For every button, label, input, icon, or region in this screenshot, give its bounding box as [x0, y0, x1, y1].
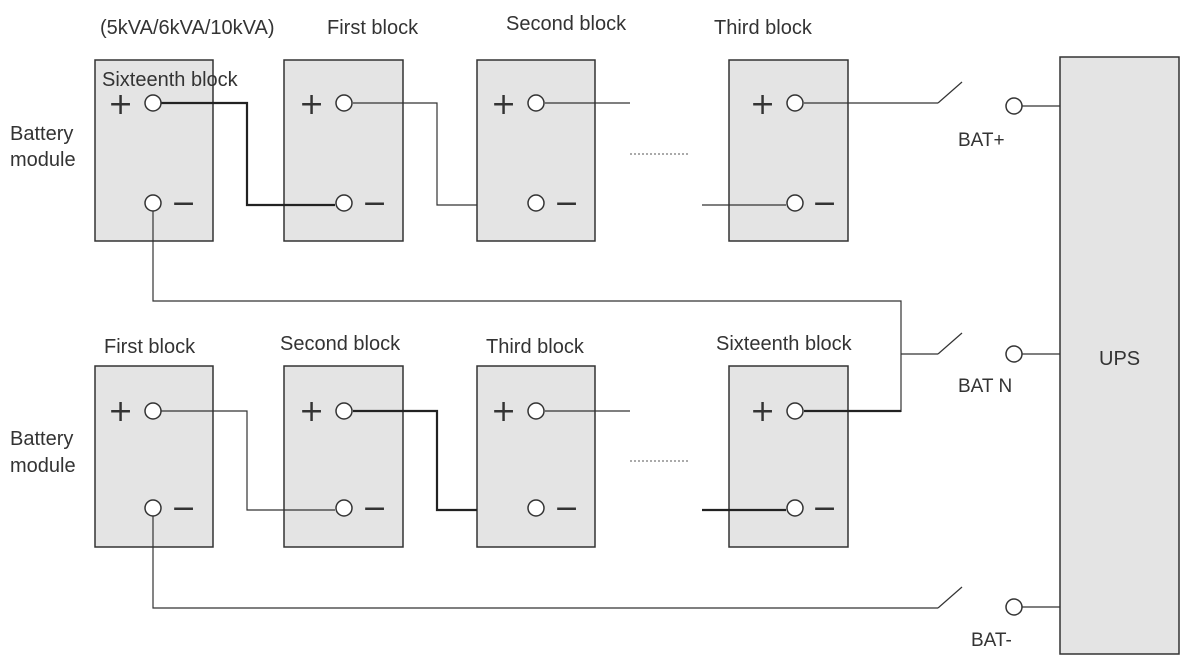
bat-minus-label: BAT-	[971, 630, 1012, 651]
bottom-block1-label: First block	[104, 336, 196, 358]
switch-bat-minus	[937, 586, 963, 609]
bottom-block2-label: Second block	[280, 333, 401, 355]
top-b2-plus-sign: +	[299, 87, 324, 122]
ups-label: UPS	[1099, 348, 1140, 370]
bottom-b3-plus-sign: +	[491, 394, 516, 429]
bottom-battery-block-3	[476, 365, 596, 548]
top-b1-negative-terminal	[144, 194, 162, 212]
top-b2-minus-sign: −	[362, 186, 387, 221]
top-block2-label: Second block	[506, 13, 627, 35]
bottom-b3-positive-terminal	[527, 402, 545, 420]
switch-bat-n	[937, 332, 963, 355]
bottom-module-label-line2: module	[10, 455, 76, 477]
capacity-note: (5kVA/6kVA/10kVA)	[100, 17, 275, 39]
top-b2-negative-terminal	[335, 194, 353, 212]
bottom-b4-minus-sign: −	[812, 491, 837, 526]
bottom-wire-1-2	[161, 410, 335, 511]
top-b3-positive-terminal	[527, 94, 545, 112]
bottom-b3-minus-sign: −	[554, 491, 579, 526]
bottom-b1-minus-sign: −	[171, 491, 196, 526]
top-battery-block-4	[728, 59, 849, 242]
bottom-b1-negative-terminal	[144, 499, 162, 517]
top-b4-positive-terminal	[786, 94, 804, 112]
bottom-b1-plus-sign: +	[108, 394, 133, 429]
bat-minus-terminal	[1005, 598, 1023, 616]
top-b3-negative-terminal	[527, 194, 545, 212]
bottom-battery-block-1	[94, 365, 214, 548]
top-wire-1-2	[161, 101, 335, 207]
bottom-b4-plus-sign: +	[750, 394, 775, 429]
bottom-b4-positive-terminal	[786, 402, 804, 420]
bottom-b2-minus-sign: −	[362, 491, 387, 526]
top-b4-minus-sign: −	[812, 186, 837, 221]
top-b1-positive-terminal	[144, 94, 162, 112]
bottom-module-label-line1: Battery	[10, 428, 73, 450]
bottom-block3-label: Third block	[486, 336, 585, 358]
top-b3-minus-sign: −	[554, 186, 579, 221]
top-wire-2-3	[353, 102, 477, 206]
top-b1-minus-sign: −	[171, 186, 196, 221]
ups-unit	[1059, 56, 1180, 655]
top-block3-label: Third block	[714, 17, 813, 39]
bottom-b2-plus-sign: +	[299, 394, 324, 429]
bottom-battery-block-4	[728, 365, 849, 548]
bottom-b3-negative-terminal	[527, 499, 545, 517]
top-b2-positive-terminal	[335, 94, 353, 112]
top-module-label-line2: module	[10, 149, 76, 171]
bat-n-label: BAT N	[958, 376, 1012, 397]
bottom-b2-positive-terminal	[335, 402, 353, 420]
bottom-b4-negative-terminal	[786, 499, 804, 517]
bottom-b1-positive-terminal	[144, 402, 162, 420]
switch-bat-plus	[937, 81, 963, 104]
top-battery-block-3	[476, 59, 596, 242]
top-module-label-line1: Battery	[10, 123, 73, 145]
top-b1-plus-sign: +	[108, 87, 133, 122]
top-block1-label: First block	[327, 17, 419, 39]
top-block4-label: Sixteenth block	[102, 69, 239, 91]
top-b4-negative-terminal	[786, 194, 804, 212]
top-b4-plus-sign: +	[750, 87, 775, 122]
bottom-block4-label: Sixteenth block	[716, 333, 853, 355]
bat-plus-label: BAT+	[958, 130, 1005, 151]
bottom-battery-block-2	[283, 365, 404, 548]
bottom-b2-negative-terminal	[335, 499, 353, 517]
top-b3-plus-sign: +	[491, 87, 516, 122]
midpoint-link-wire	[152, 205, 902, 412]
bottom-minus-wire	[152, 510, 938, 609]
bat-plus-terminal	[1005, 97, 1023, 115]
bottom-wire-2-3	[353, 409, 477, 512]
bat-n-terminal	[1005, 345, 1023, 363]
